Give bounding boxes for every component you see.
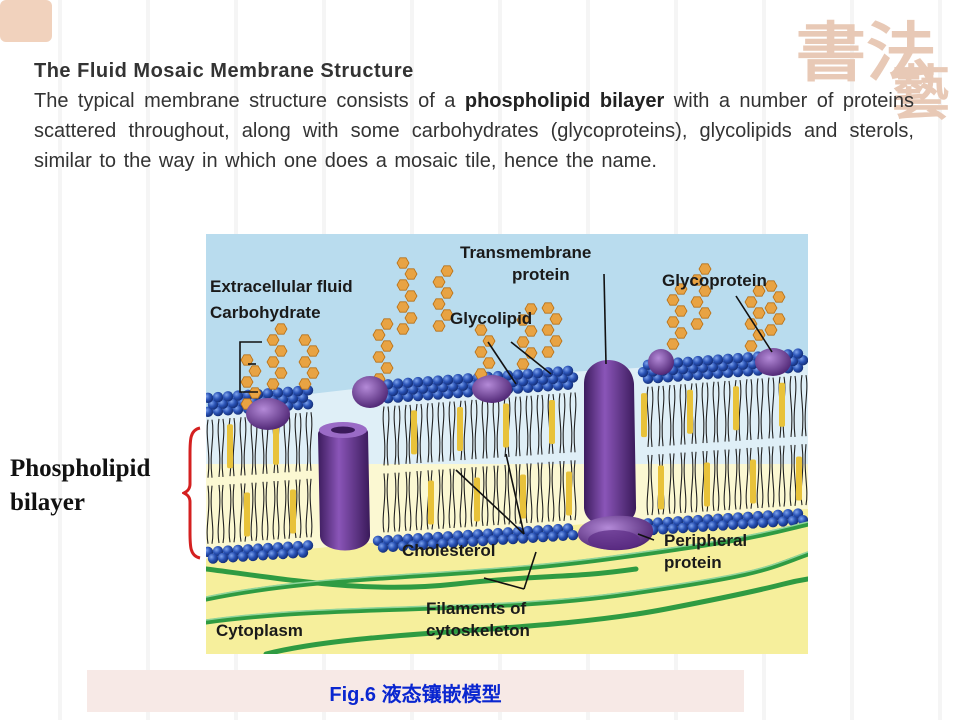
glycoprotein-blob-left	[246, 398, 290, 430]
caption-bar: Fig.6 液态镶嵌模型	[87, 670, 744, 712]
filaments-highlight	[206, 521, 808, 621]
label-filaments-1: Filaments of	[426, 599, 526, 618]
label-extracellular-fluid: Extracellular fluid	[210, 277, 353, 296]
lipid-tails	[206, 375, 808, 544]
paragraph-text-2: with a number of proteins scattered thro…	[34, 90, 914, 172]
text-block: The Fluid Mosaic Membrane Structure The …	[34, 56, 914, 176]
peripheral-protein-lower	[588, 530, 640, 550]
calligraphy-decoration-side: 藝	[882, 62, 950, 120]
paragraph-bold-term: phospholipid bilayer	[464, 90, 665, 112]
label-glycoprotein: Glycoprotein	[662, 271, 767, 290]
channel-protein	[318, 423, 371, 551]
body-paragraph: The typical membrane structure consists …	[34, 86, 914, 176]
paragraph-text-1: The typical membrane structure consists …	[34, 90, 465, 112]
bilayer-brace	[182, 426, 201, 560]
label-filaments-2: cytoskeleton	[426, 621, 530, 640]
slide-title: The Fluid Mosaic Membrane Structure	[34, 60, 414, 82]
label-peripheral-protein-1: Peripheral	[664, 531, 747, 550]
cytoskeleton-filaments	[206, 521, 808, 654]
membrane-diagram: Extracellular fluid Carbohydrate Transme…	[206, 234, 808, 654]
glycolipid-blob	[352, 376, 388, 408]
calligraphy-decoration-top: 書法	[795, 16, 937, 91]
label-peripheral-protein-2: protein	[664, 553, 722, 572]
phospholipid-heads-inner	[206, 508, 808, 564]
side-label-line1: Phospholipid	[10, 455, 151, 482]
label-cholesterol: Cholesterol	[402, 541, 496, 560]
figure-caption: Fig.6 液态镶嵌模型	[329, 684, 502, 706]
channel-protein-pore	[331, 426, 355, 434]
seal-stamp-decoration	[0, 0, 52, 42]
cholesterol-molecules	[227, 382, 802, 537]
transmembrane-protein	[584, 360, 637, 527]
glycolipid-blob-center	[472, 375, 512, 403]
label-glycolipid: Glycolipid	[450, 309, 532, 328]
glycoprotein-blob-right	[755, 348, 791, 376]
small-protein-blob	[648, 349, 674, 375]
label-cytoplasm: Cytoplasm	[216, 621, 303, 640]
callout-lines	[239, 273, 773, 590]
label-transmembrane-protein-2: protein	[512, 265, 570, 284]
carbohydrate-chains	[240, 257, 786, 410]
phospholipid-bilayer-label: Phospholipid bilayer	[10, 452, 150, 520]
side-label-line2: bilayer	[10, 489, 85, 516]
label-carbohydrate: Carbohydrate	[210, 303, 321, 322]
label-transmembrane-protein-1: Transmembrane	[460, 243, 591, 262]
